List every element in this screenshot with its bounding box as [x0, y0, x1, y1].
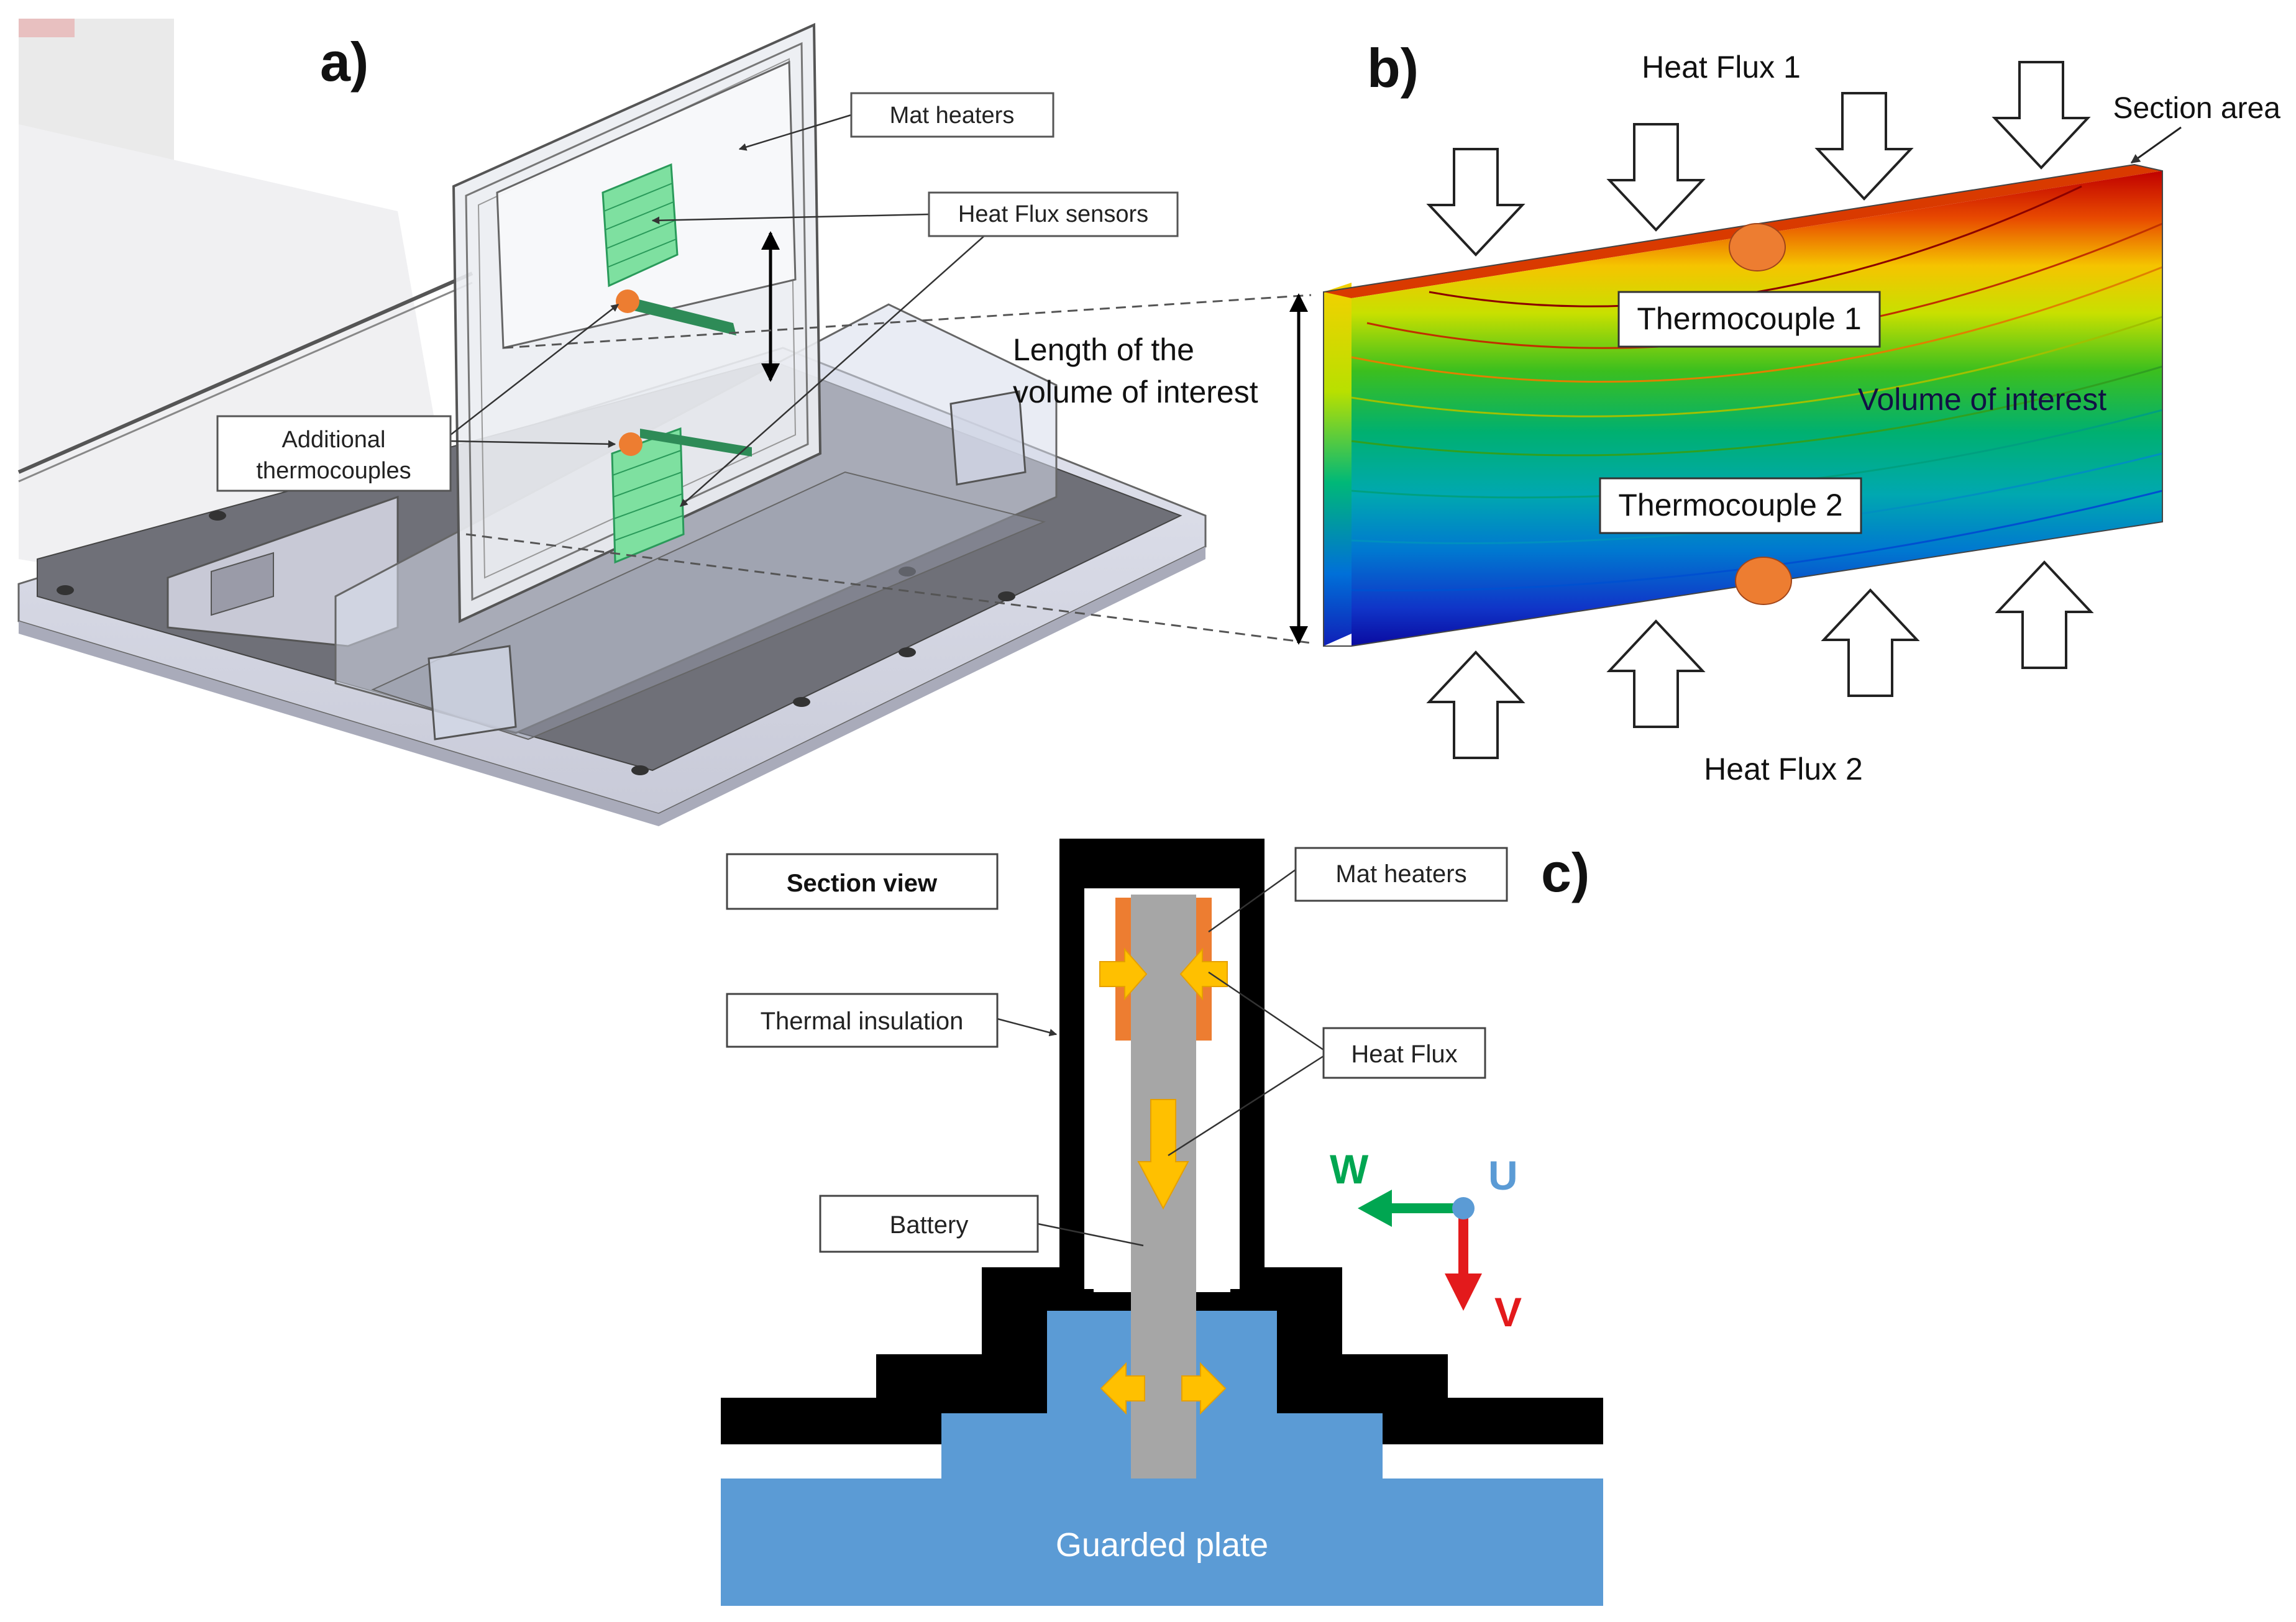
callout-heat-flux-sensors-text: Heat Flux sensors: [958, 201, 1148, 227]
section-area-leader: [2130, 126, 2182, 164]
callout-additional-thermocouples: [216, 415, 452, 492]
support-slot: [211, 552, 274, 616]
panel-c: c) Guarded plate: [721, 839, 1603, 1606]
panel-a-label: a): [320, 31, 368, 93]
heat-flux-arrows-c: [1099, 947, 1228, 1415]
thermocouple-2-box: [1599, 477, 1862, 534]
mat-heaters-c-box: [1294, 847, 1508, 902]
axis-u-label: U: [1488, 1152, 1518, 1198]
thermocouple-1-label: Thermocouple 1: [1637, 301, 1861, 336]
transparent-holder: [334, 303, 1058, 734]
axis-w-head: [1358, 1190, 1392, 1227]
battery-plate-inner-edge: [465, 42, 809, 601]
callout-additional-thermocouples-line2: thermocouples: [256, 458, 411, 484]
volume-side-face: [1324, 283, 1352, 646]
clip-right: [949, 390, 1027, 486]
panel-c-label: c): [1541, 842, 1589, 903]
heat-flux-arrows-bottom: [1426, 560, 2094, 759]
projection-line-top: [503, 294, 1312, 349]
axis-w-label: W: [1330, 1146, 1369, 1192]
background-accent: [19, 19, 75, 37]
guarded-plate: [721, 1478, 1603, 1606]
callout-mat-heaters-a-text: Mat heaters: [890, 103, 1015, 129]
heat-flux-arrows-top: [1426, 61, 2091, 257]
section-area-label: Section area: [2113, 92, 2280, 125]
mat-heaters-c-label: Mat heaters: [1335, 860, 1466, 888]
section-view-label: Section view: [787, 870, 938, 897]
heat-flux-sensor-lower: [611, 427, 752, 564]
panel-b-label: b): [1367, 37, 1419, 99]
guarded-plate-label: Guarded plate: [1056, 1526, 1268, 1564]
thermocouple-2-marker: [1735, 557, 1792, 605]
clip-left: [428, 645, 517, 740]
thermocouple-1-marker: [1729, 223, 1786, 271]
thermal-insulation-label: Thermal insulation: [761, 1008, 964, 1035]
rail-1: [17, 271, 473, 474]
callout-additional-thermocouples-line1: Additional: [282, 427, 386, 453]
panel-a-leaders: [450, 114, 992, 507]
axis-u-origin: [1452, 1197, 1475, 1219]
heat-flux-c-box: [1322, 1027, 1486, 1079]
volume-of-interest-label: Volume of interest: [1858, 382, 2106, 417]
thermocouple-upper: [616, 289, 639, 313]
battery-label: Battery: [890, 1211, 969, 1239]
volume-outline: [1323, 163, 2163, 647]
battery-box: [819, 1195, 1039, 1253]
heat-flux-sensor-upper: [601, 163, 736, 335]
thermocouple-lower: [619, 432, 643, 456]
length-label-line1: Length of the: [1013, 332, 1194, 367]
panel-c-leaders: [997, 868, 1324, 1247]
heat-flux-c-label: Heat Flux: [1351, 1041, 1457, 1068]
axis-v-label: V: [1494, 1289, 1522, 1335]
rail-2: [18, 281, 473, 483]
thermocouple-2-label: Thermocouple 2: [1618, 488, 1842, 522]
panel-a: Mat heaters Heat Flux sensors Additional…: [17, 19, 1312, 826]
callout-heat-flux-sensors: [928, 191, 1179, 237]
thermal-insulation-box: [726, 993, 999, 1048]
thermocouple-1-box: [1617, 291, 1881, 348]
section-view-box: [726, 853, 999, 910]
length-label-line2: volume of interest: [1013, 375, 1258, 409]
panel-b: b) Thermocouple 1 Thermocouple 2 Volu: [1289, 37, 2280, 786]
projection-line-bottom: [465, 533, 1312, 644]
axis-v-head: [1445, 1273, 1482, 1311]
coordinate-axes: W U V: [1330, 1146, 1522, 1335]
heat-flux-2-label: Heat Flux 2: [1704, 752, 1863, 786]
heat-flux-1-label: Heat Flux 1: [1642, 50, 1801, 84]
callout-mat-heaters-a: [850, 92, 1054, 138]
